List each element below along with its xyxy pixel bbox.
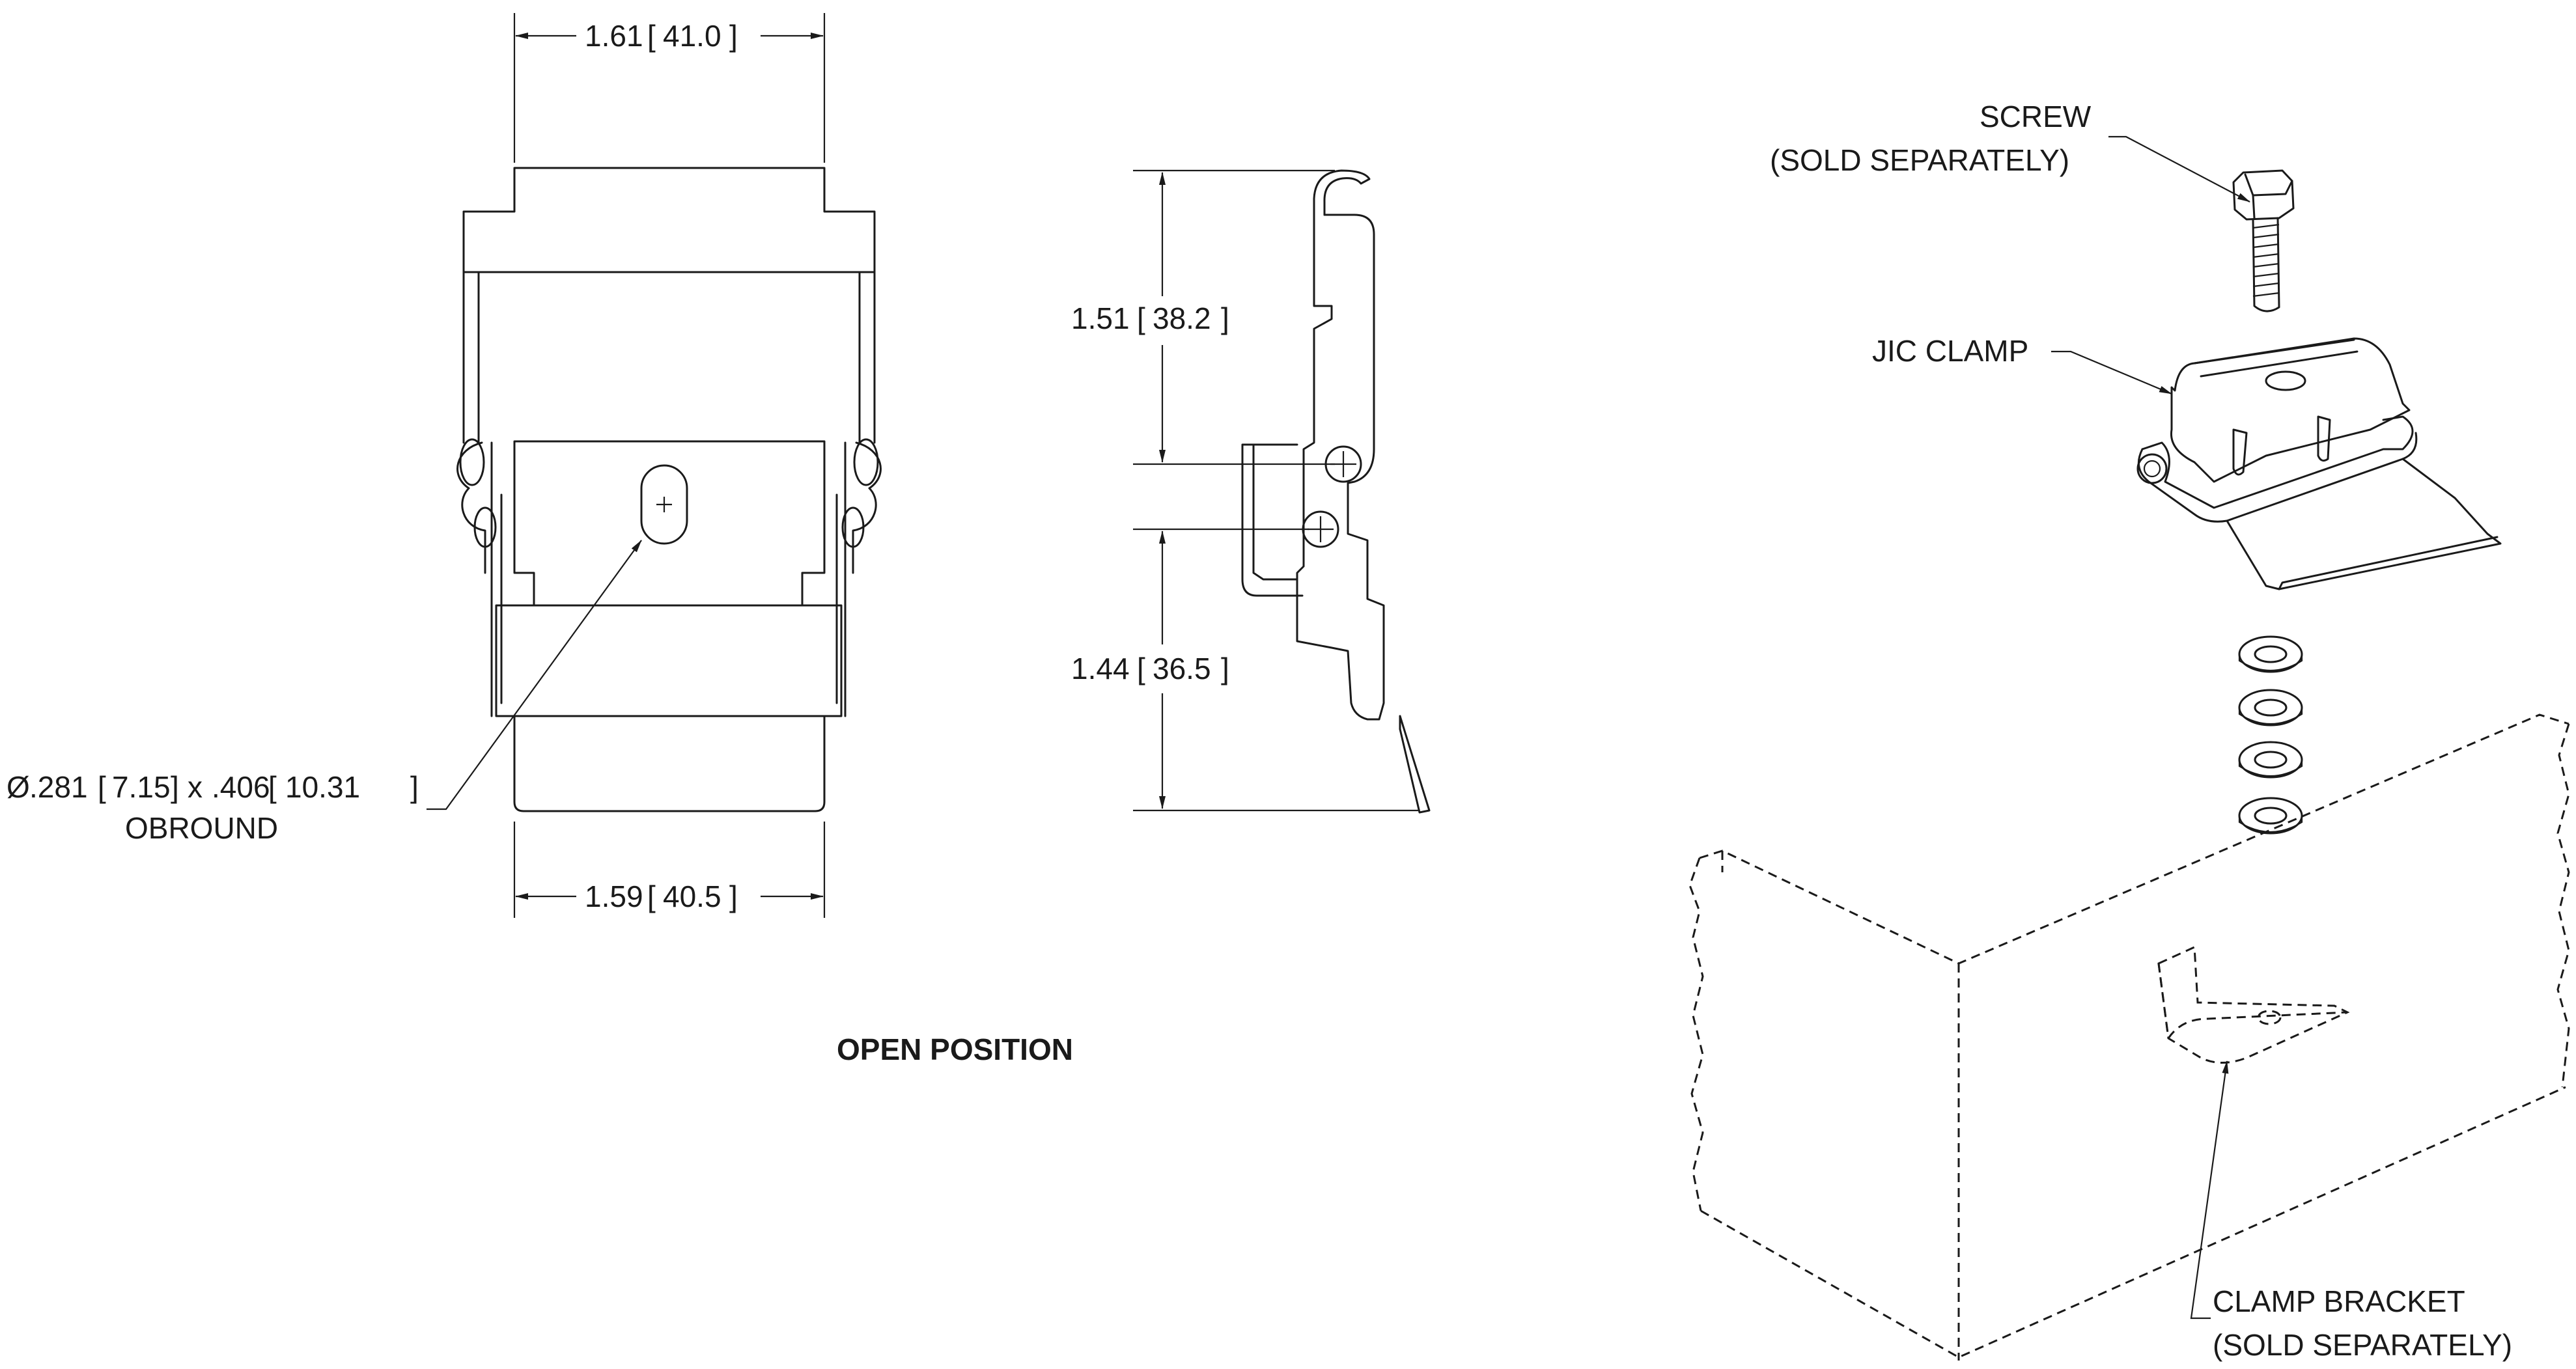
front-view-lower-body [495, 604, 843, 717]
screw-label-line1: SCREW [1980, 100, 2092, 133]
bracket-label-line2: (SOLD SEPARATELY) [2213, 1328, 2512, 1362]
front-view-left-hinge [456, 441, 486, 574]
dimension-upper-height: 1.51 [ 38.2 ] [1071, 169, 1335, 465]
open-position-caption: OPEN POSITION [837, 1032, 1073, 1066]
hole-length-inch: .406 [212, 770, 270, 804]
bracket-label: CLAMP BRACKET (SOLD SEPARATELY) [2190, 1060, 2512, 1362]
hole-callout: Ø .281 [ 7.15 ] x .406 [ 10.31 ] OBROUND [7, 540, 642, 845]
hole-diameter-inch: .281 [29, 770, 88, 804]
dimension-lower-height: 1.44 [ 36.5 ] [1071, 528, 1420, 812]
hole-length-bracket-close: ] [410, 770, 419, 804]
top-width-mm: 41.0 [663, 19, 721, 53]
lower-height-bracket-close: ] [1221, 652, 1229, 685]
screw-label-line2: (SOLD SEPARATELY) [1770, 143, 2069, 177]
bracket-label-line1: CLAMP BRACKET [2213, 1284, 2465, 1318]
clamp-label: JIC CLAMP [1872, 334, 2172, 395]
panel-drawing [1688, 713, 2570, 1361]
side-view-bracket [1241, 443, 1304, 597]
clamp-label-line1: JIC CLAMP [1872, 334, 2028, 368]
hole-diameter-mm: 7.15 [112, 770, 171, 804]
front-view-right-hinge [852, 441, 882, 574]
upper-height-bracket-open: [ [1137, 301, 1145, 335]
dimension-top-width: 1.61 [ 41.0 ] [513, 13, 826, 163]
top-width-inch: 1.61 [585, 19, 643, 53]
hole-diameter-symbol: Ø [7, 770, 30, 804]
washers [2238, 635, 2303, 835]
lower-height-bracket-open: [ [1137, 652, 1145, 685]
hole-diameter-bracket-open: [ [98, 770, 106, 804]
lower-height-mm: 36.5 [1153, 652, 1211, 685]
side-view-pivot-lower [1302, 510, 1339, 548]
obround-hole [640, 464, 688, 545]
jic-clamp-drawing [2136, 337, 2502, 590]
front-view-left-wall [462, 271, 480, 444]
lower-height-inch: 1.44 [1071, 652, 1130, 685]
hole-shape-label: OBROUND [125, 811, 278, 845]
front-view [456, 167, 882, 812]
side-view-hook [1313, 169, 1371, 216]
front-view-right-wall [858, 271, 876, 444]
top-width-bracket-close: ] [729, 19, 738, 53]
hole-diameter-bracket-close: ] [171, 770, 179, 804]
screw-label: SCREW (SOLD SEPARATELY) [1770, 100, 2250, 202]
front-view-body-outline [462, 167, 876, 273]
bottom-width-bracket-open: [ [647, 879, 656, 913]
side-view [1241, 169, 1431, 814]
side-view-body [1296, 214, 1385, 721]
hole-separator: x [188, 770, 203, 804]
bottom-width-inch: 1.59 [585, 879, 643, 913]
top-width-bracket-open: [ [647, 19, 656, 53]
dimension-bottom-width: 1.59 [ 40.5 ] [513, 822, 826, 918]
front-view-lever [513, 715, 826, 812]
bottom-width-bracket-close: ] [729, 879, 738, 913]
upper-height-inch: 1.51 [1071, 301, 1130, 335]
side-view-lever [1399, 715, 1431, 814]
bottom-width-mm: 40.5 [663, 879, 721, 913]
hole-length-bracket-open: [ [268, 770, 277, 804]
screw-drawing [2232, 169, 2295, 312]
hole-length-mm: 10.31 [285, 770, 360, 804]
upper-height-bracket-close: ] [1221, 301, 1229, 335]
upper-height-mm: 38.2 [1153, 301, 1211, 335]
